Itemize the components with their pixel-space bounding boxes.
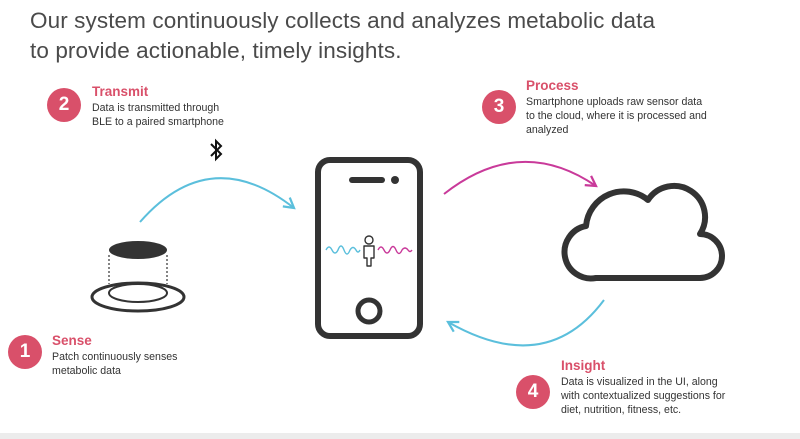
step-4-number: 4 xyxy=(527,381,539,402)
step-2-title: Transmit xyxy=(92,84,149,99)
step-2-desc-line: Data is transmitted through xyxy=(92,102,220,114)
step-4-desc-line: with contextualized suggestions for xyxy=(561,390,726,402)
sensor-patch-icon xyxy=(90,241,186,313)
headline: Our system continuously collects and ana… xyxy=(30,6,770,66)
step-3-badge: 3 xyxy=(482,90,516,124)
step-4-badge: 4 xyxy=(516,375,550,409)
step-2-badge: 2 xyxy=(47,88,81,122)
step-4-desc-line: diet, nutrition, fitness, etc. xyxy=(561,404,682,416)
step-1-badge: 1 xyxy=(8,335,42,369)
person-icon xyxy=(363,235,375,267)
cloud-icon xyxy=(561,182,725,282)
signal-wave-magenta xyxy=(377,245,413,255)
step-4-description: Data is visualized in the UI, along with… xyxy=(561,375,725,417)
step-3-description: Smartphone uploads raw sensor data to th… xyxy=(526,95,707,137)
step-4-desc-line: Data is visualized in the UI, along xyxy=(561,376,718,388)
step-3-title: Process xyxy=(526,78,579,93)
step-2-desc-line: BLE to a paired smartphone xyxy=(92,116,224,128)
step-1-desc-line: Patch continuously senses xyxy=(52,351,178,363)
step-1-number: 1 xyxy=(19,341,31,362)
bluetooth-icon xyxy=(210,138,223,162)
step-3-desc-line: to the cloud, where it is processed and xyxy=(526,110,707,122)
step-1-title: Sense xyxy=(52,333,92,348)
signal-wave-blue xyxy=(325,245,361,255)
headline-line-1: Our system continuously collects and ana… xyxy=(30,8,656,33)
headline-line-2: to provide actionable, timely insights. xyxy=(30,38,402,63)
step-2-description: Data is transmitted through BLE to a pai… xyxy=(92,101,224,129)
arrow-transmit xyxy=(139,177,296,223)
step-2-number: 2 xyxy=(58,94,70,115)
arrow-insight xyxy=(446,299,605,347)
bottom-divider xyxy=(0,433,800,439)
step-3-number: 3 xyxy=(493,96,505,117)
smartphone-icon xyxy=(315,157,423,339)
step-3-desc-line: analyzed xyxy=(526,124,569,136)
step-1-description: Patch continuously senses metabolic data xyxy=(52,350,177,378)
arrow-process xyxy=(443,161,598,195)
step-1-desc-line: metabolic data xyxy=(52,365,121,377)
step-4-title: Insight xyxy=(561,358,606,373)
step-3-desc-line: Smartphone uploads raw sensor data xyxy=(526,96,703,108)
